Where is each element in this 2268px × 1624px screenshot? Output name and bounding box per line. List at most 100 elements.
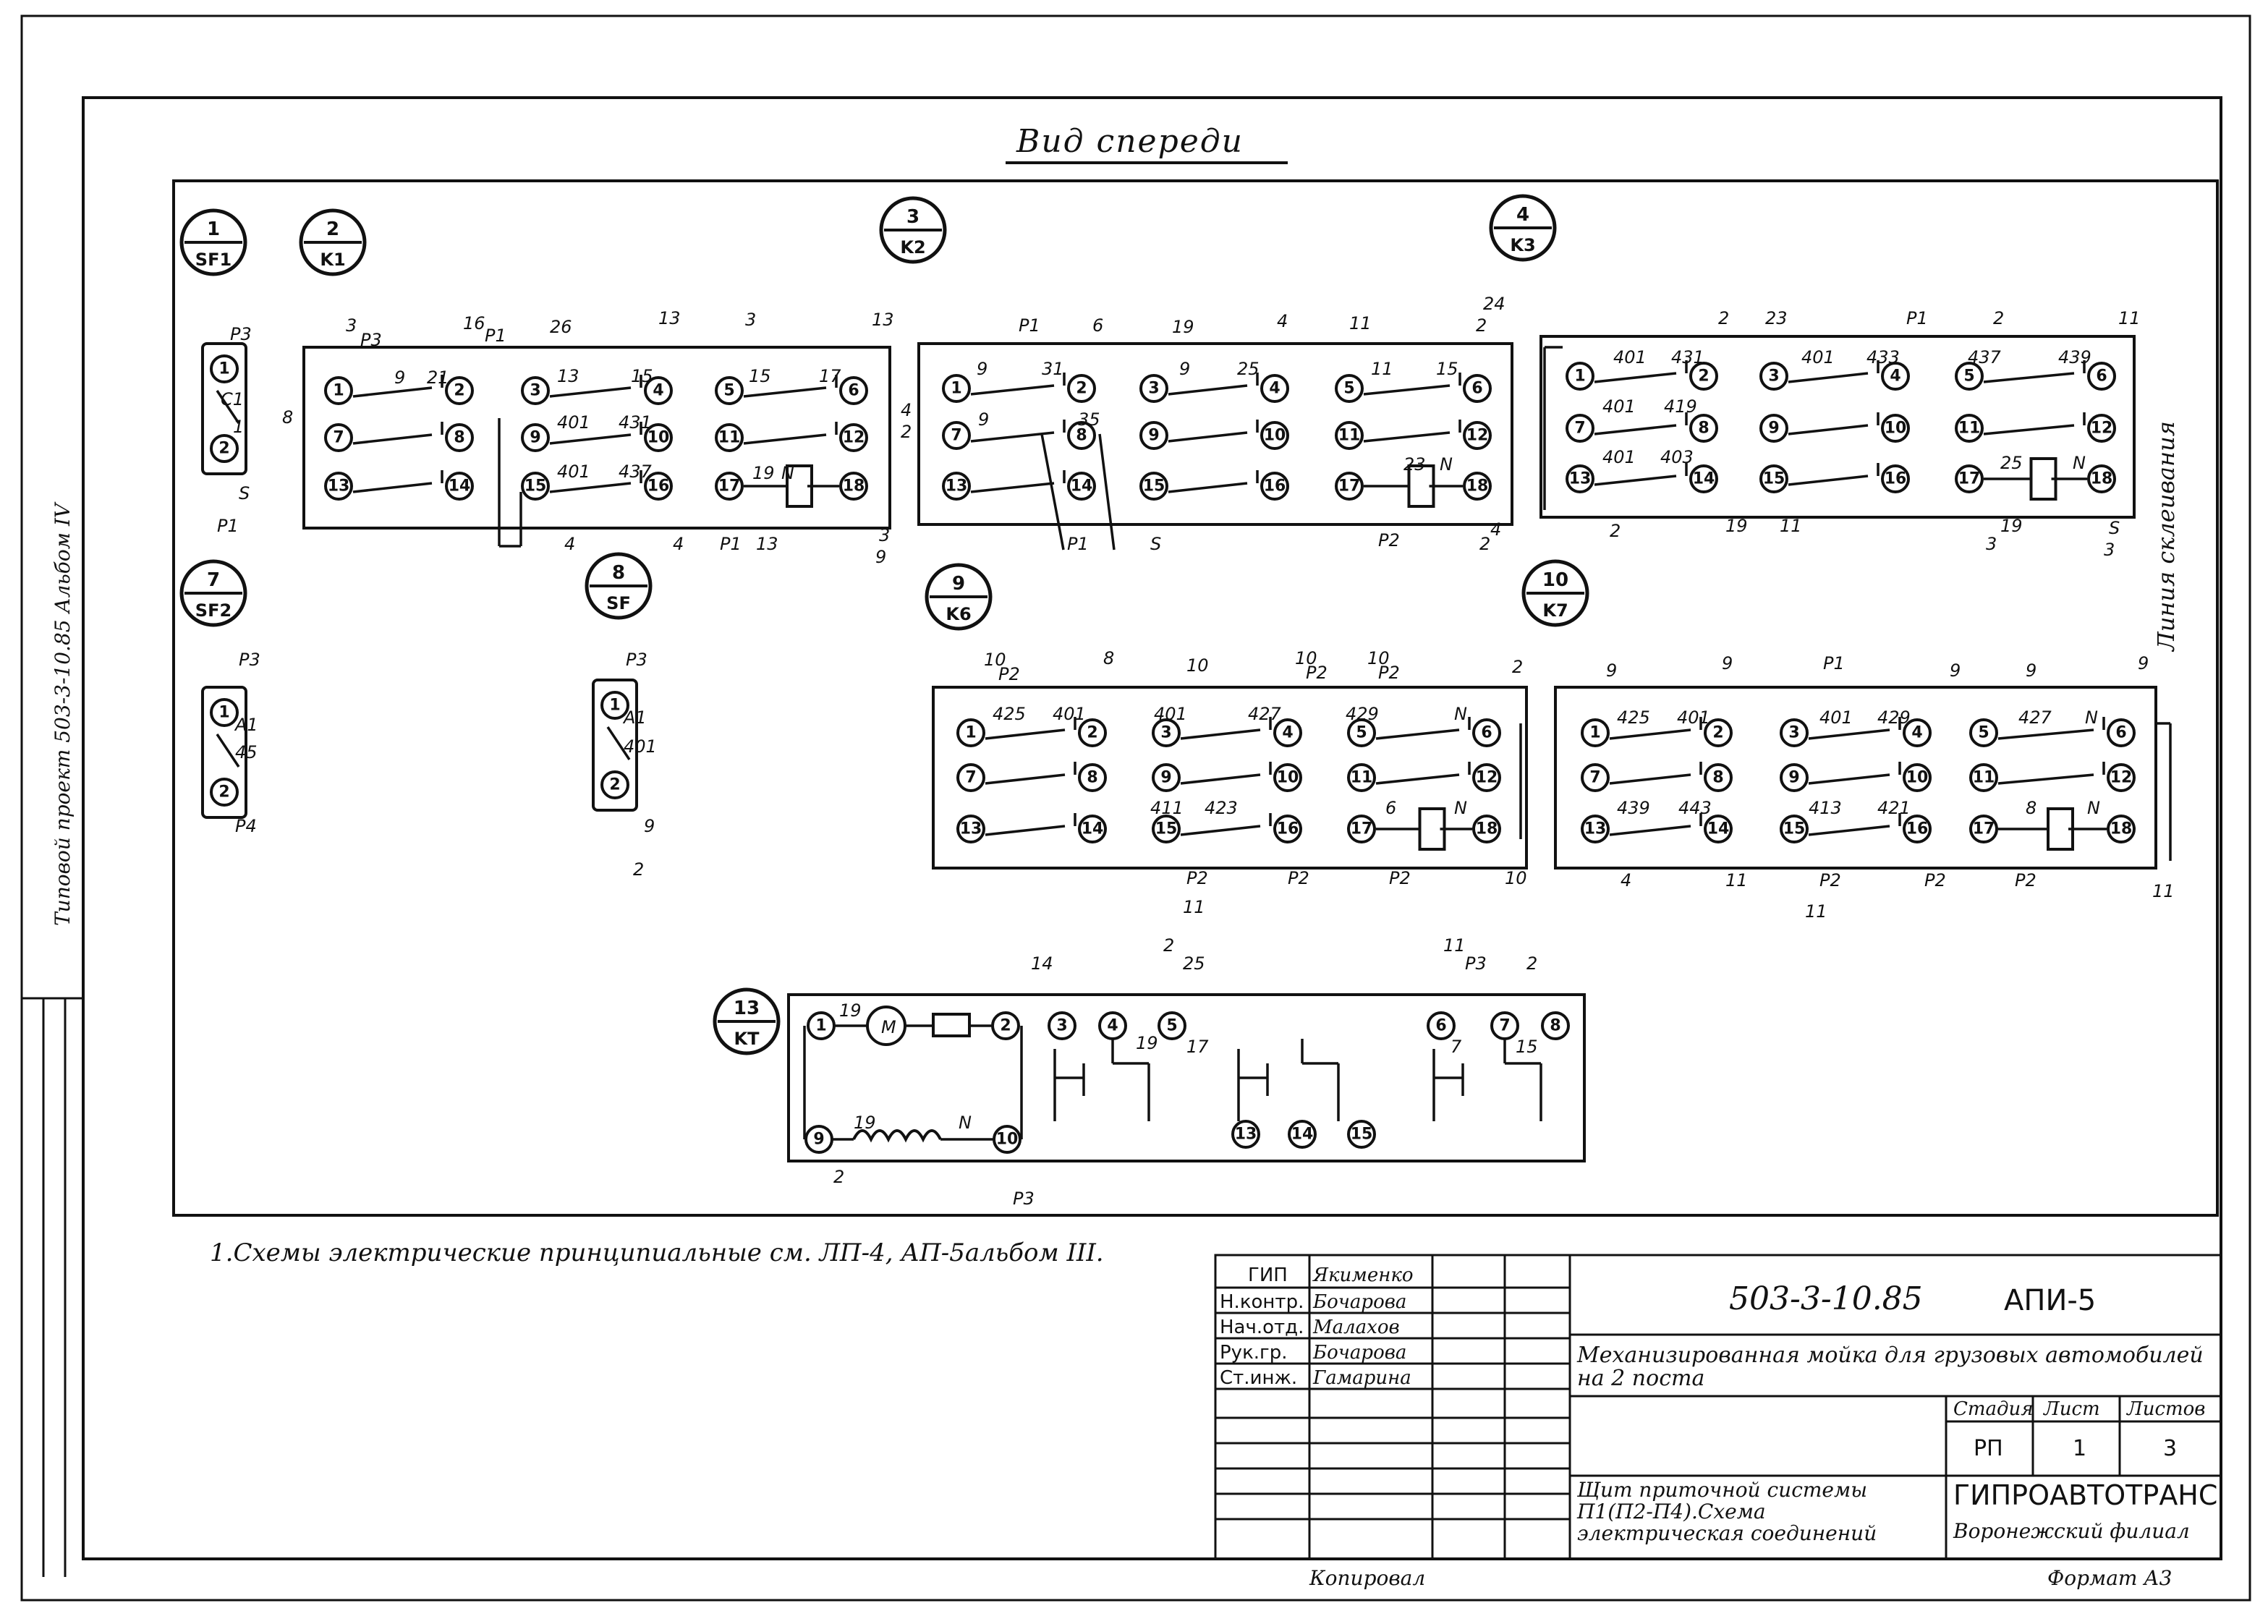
wire-label: 9: [394, 367, 405, 388]
wire: [1168, 482, 1248, 493]
wire-label: 8: [282, 407, 293, 428]
terminal-number: 10: [1885, 420, 1907, 438]
wire: [985, 825, 1066, 836]
terminal-number: 5: [1963, 367, 1974, 386]
wire-label: 401: [557, 412, 590, 433]
wire-label: 431: [1671, 347, 1704, 367]
terminal-number: 3: [1056, 1017, 1067, 1035]
terminal-number: 9: [1788, 769, 1799, 787]
terminal-number: 5: [723, 382, 734, 400]
terminal-circle: [1273, 815, 1302, 843]
device-number: 7: [207, 569, 220, 591]
title-block-grid: [1214, 1254, 2222, 1560]
terminal-number: 10: [647, 429, 670, 447]
terminal-number: 1: [1589, 724, 1600, 742]
org-branch: Воронежский филиал: [1953, 1519, 2190, 1543]
device-designation: K6: [946, 604, 971, 624]
wire-label: 9: [2138, 653, 2149, 673]
terminal-circle: [1955, 362, 1984, 391]
wire: [743, 433, 827, 445]
wire-label: P2: [1306, 663, 1328, 683]
terminal-circle: [1260, 374, 1289, 403]
wire-label: 9: [978, 409, 989, 430]
device-designation: SF: [606, 593, 631, 613]
wire-label: 10: [1367, 648, 1390, 668]
terminal-circle: [521, 472, 550, 501]
terminal-circle: [1969, 763, 1998, 792]
terminal-circle: [1759, 362, 1788, 391]
terminal-number: 11: [1351, 769, 1373, 787]
wire-label: N: [2087, 798, 2100, 818]
terminal-circle: [210, 778, 239, 807]
terminal-number: 3: [1148, 380, 1159, 398]
wire: [985, 773, 1066, 785]
signer-role: ГИП: [1248, 1264, 1288, 1286]
terminal-number: 6: [1481, 724, 1492, 742]
terminal-number: 5: [1166, 1017, 1177, 1035]
terminal-circle: [2087, 362, 2116, 391]
drawing-note: 1.Схемы электрические принципиальные см.…: [210, 1238, 1104, 1267]
wire-label: P3: [1013, 1189, 1035, 1209]
wire-label: 19: [1136, 1033, 1158, 1053]
wire-label: P1: [217, 516, 239, 536]
wire-label: P1: [485, 326, 506, 346]
coil-winding: [852, 1129, 942, 1143]
wire: [352, 386, 433, 398]
wire-label: 15: [631, 366, 653, 386]
terminal-circle: [1581, 718, 1610, 747]
copied-label: Копировал: [1309, 1566, 1426, 1590]
breaker-sf1-body: [201, 342, 247, 475]
wire-label: P4: [235, 816, 257, 836]
wire-label: P2: [1924, 870, 1946, 890]
wire: [1997, 773, 2094, 785]
wire-label: P1: [1823, 653, 1845, 673]
wire-label: P1: [720, 534, 742, 554]
wire-label: 11: [2152, 881, 2175, 901]
terminal-number: 15: [1143, 477, 1165, 496]
wire-label: N: [781, 463, 794, 483]
wire-label: 4: [564, 534, 575, 554]
wire-label: 9: [1606, 660, 1617, 681]
terminal-number: 3: [1788, 724, 1799, 742]
terminal-circle: [1780, 718, 1809, 747]
terminal-number: 16: [1264, 477, 1286, 496]
terminal-number: 2: [1076, 380, 1087, 398]
wire: [1168, 384, 1248, 396]
signer-role: Нач.отд.: [1220, 1317, 1304, 1338]
wire: [1040, 433, 1065, 550]
wire-label: P2: [1378, 530, 1400, 550]
wire-label: 2: [1526, 953, 1537, 974]
wire-label: 10: [984, 650, 1006, 670]
wire: [1375, 728, 1460, 740]
wire-label: 4: [901, 400, 912, 420]
wire-label: N: [1454, 704, 1467, 724]
wire-label: 427: [2018, 707, 2052, 728]
terminal-circle: [1463, 472, 1492, 501]
wire-label: S: [2109, 518, 2120, 538]
outer-frame: [20, 14, 2251, 1602]
terminal-number: 6: [1471, 380, 1482, 398]
terminal-circle: [1067, 421, 1096, 450]
wire-label: 2: [833, 1167, 844, 1187]
terminal-number: 4: [1107, 1017, 1118, 1035]
wire-label: 3: [346, 315, 357, 336]
wire-label: P2: [998, 664, 1020, 684]
terminal-number: 8: [1076, 427, 1087, 445]
terminal-number: 2: [1712, 724, 1723, 742]
terminal-circle: [1955, 414, 1984, 443]
wire-label: 439: [1617, 798, 1650, 818]
terminal-circle: [1881, 464, 1910, 493]
wire: [1594, 372, 1677, 383]
terminal-number: 8: [1087, 769, 1097, 787]
terminal-number: 12: [843, 429, 865, 447]
relay-k7-body: [1554, 686, 2157, 870]
wire-label: 429: [1877, 707, 1911, 728]
wire-label: N: [959, 1113, 972, 1133]
terminal-circle: [1152, 815, 1181, 843]
terminal-circle: [715, 472, 744, 501]
terminal-number: 12: [1466, 427, 1489, 445]
format-label: Формат А3: [2047, 1566, 2173, 1590]
terminal-number: 6: [848, 382, 859, 400]
terminal-circle: [1260, 421, 1289, 450]
wire-label: 2: [901, 422, 912, 442]
